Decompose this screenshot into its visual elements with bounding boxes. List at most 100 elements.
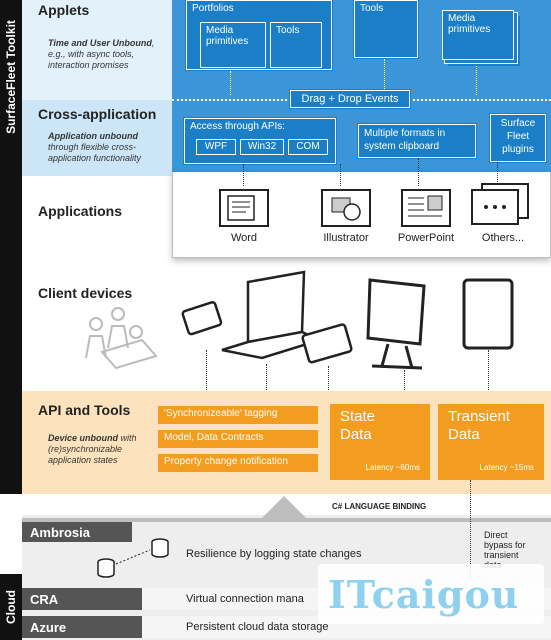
arrow-dev-3 (328, 366, 329, 390)
cloud-sidebar-label: Cloud (4, 590, 18, 624)
cloud-sidebar (0, 574, 22, 640)
tablet-small-icon (181, 301, 223, 336)
toolkit-sidebar (0, 0, 22, 494)
api-desc-bold: Device unbound (48, 433, 119, 443)
powerpoint-label: PowerPoint (397, 232, 455, 244)
applets-desc-bold: Time and User Unbound (48, 38, 152, 48)
state-data-box: State Data Latency ~60ms (330, 404, 430, 480)
applets-description: Time and User Unbound, e.g., with async … (48, 38, 168, 71)
api-wpf-label: WPF (204, 141, 228, 152)
arrow-powerpoint (418, 158, 419, 186)
connector-c (476, 66, 477, 95)
property-change-label: Property change notification (164, 456, 288, 467)
laptop-icon (221, 270, 324, 360)
api-win32-label: Win32 (247, 141, 277, 152)
watermark-text: ITcaigou (328, 572, 520, 617)
azure-name: Azure (30, 619, 67, 635)
watermark: ITcaigou (318, 564, 544, 624)
arrow-dev-5 (488, 350, 489, 390)
tools-box-1: Tools (270, 22, 322, 68)
ambrosia-row: Ambrosia Resilience by logging state cha… (22, 522, 551, 574)
media-primitives-box-2: Media primitives (442, 10, 514, 60)
word-app: Word (214, 186, 274, 250)
others-icon (471, 183, 529, 225)
model-contracts-label: Model, Data Contracts (164, 432, 264, 443)
drag-drop-box: Drag + Drop Events (290, 90, 410, 108)
cra-text: Virtual connection mana (186, 593, 304, 605)
multiple-formats-label: Multiple formats in system clipboard (364, 128, 446, 152)
ambrosia-text: Resilience by logging state changes (186, 548, 362, 560)
cross-app-title: Cross-application (38, 106, 157, 122)
word-icon (219, 189, 269, 227)
property-change-box: Property change notification (158, 454, 318, 472)
transient-data-box: Transient Data Latency ~15ms (438, 404, 544, 480)
model-contracts-box: Model, Data Contracts (158, 430, 318, 448)
cra-tag: CRA (22, 588, 142, 610)
state-data-title: State Data (340, 408, 400, 444)
azure-text: Persistent cloud data storage (186, 621, 329, 633)
illustrator-label: Illustrator (323, 232, 369, 244)
ambrosia-name: Ambrosia (30, 524, 90, 540)
api-wpf-box: WPF (196, 139, 236, 155)
access-apis-label: Access through APIs: (190, 121, 286, 132)
transient-latency: Latency ~15ms (479, 463, 534, 472)
cross-app-description: Application unbound through flexible cro… (48, 131, 166, 164)
powerpoint-icon (401, 189, 451, 227)
portfolios-label: Portfolios (192, 3, 234, 14)
transient-data-title: Transient Data (448, 408, 528, 444)
connector-a (230, 71, 231, 95)
client-devices-title: Client devices (38, 285, 133, 301)
api-desc-rest: with (re)synchronizable application stat… (48, 433, 137, 465)
plugins-box: Surface Fleet plugins (490, 114, 546, 162)
arrow-dev-4 (404, 370, 405, 390)
illustrator-icon (321, 189, 371, 227)
api-com-box: COM (288, 139, 328, 155)
api-win32-box: Win32 (240, 139, 284, 155)
client-devices-illustration (85, 270, 514, 370)
applets-title: Applets (38, 2, 90, 18)
arrow-others (497, 162, 498, 186)
illustrator-app: Illustrator (314, 186, 378, 250)
api-tools-description: Device unbound with (re)synchronizable a… (48, 433, 158, 466)
azure-row: Azure Persistent cloud data storage (22, 616, 551, 638)
applications-title: Applications (38, 203, 123, 219)
api-tools-title: API and Tools (38, 402, 131, 418)
transient-data-label: Transient Data (448, 408, 510, 443)
applets-desc-rest: , e.g., with async tools, interaction pr… (48, 38, 155, 70)
surface-hub-icon (366, 278, 426, 370)
arrow-dev-1 (206, 350, 207, 390)
people-icon (85, 307, 158, 370)
cross-app-desc-rest: through flexible cross-application funct… (48, 142, 142, 163)
plugins-label: Surface Fleet plugins (500, 118, 536, 155)
toolkit-sidebar-label: SurfaceFleet Toolkit (4, 20, 18, 134)
arrow-dev-2 (266, 364, 267, 390)
tablet-tilted-icon (301, 323, 353, 364)
tablet-large-icon (462, 278, 514, 350)
bypass-arrow (470, 480, 471, 580)
cra-name: CRA (30, 591, 59, 607)
drag-drop-label: Drag + Drop Events (301, 93, 399, 105)
azure-tag: Azure (22, 616, 142, 638)
connector-b (384, 59, 385, 95)
binding-label: C# LANGUAGE BINDING (332, 502, 427, 511)
media-primitives-label-1: Media primitives (206, 25, 249, 47)
others-label: Others... (481, 232, 525, 244)
access-apis-box: Access through APIs: (184, 118, 336, 164)
multiple-formats-box: Multiple formats in system clipboard (358, 124, 476, 158)
cross-app-desc-bold: Application unbound (48, 131, 138, 141)
powerpoint-app: PowerPoint (394, 186, 458, 250)
api-com-label: COM (296, 141, 320, 152)
tools-label-1: Tools (276, 25, 300, 36)
log-databases-icon (97, 538, 169, 578)
media-primitives-box-1: Media primitives (200, 22, 266, 68)
binding-chevron (22, 496, 551, 522)
word-label: Word (230, 232, 258, 244)
state-data-label: State Data (340, 408, 376, 443)
arrow-illustrator (340, 164, 341, 186)
sync-tagging-box: 'Synchronizeable' tagging (158, 406, 318, 424)
others-app: Others... (468, 180, 538, 250)
sync-tagging-label: 'Synchronizeable' tagging (164, 408, 278, 419)
media-primitives-label-2: Media primitives (448, 13, 491, 35)
tools-box-2: Tools (354, 0, 418, 58)
